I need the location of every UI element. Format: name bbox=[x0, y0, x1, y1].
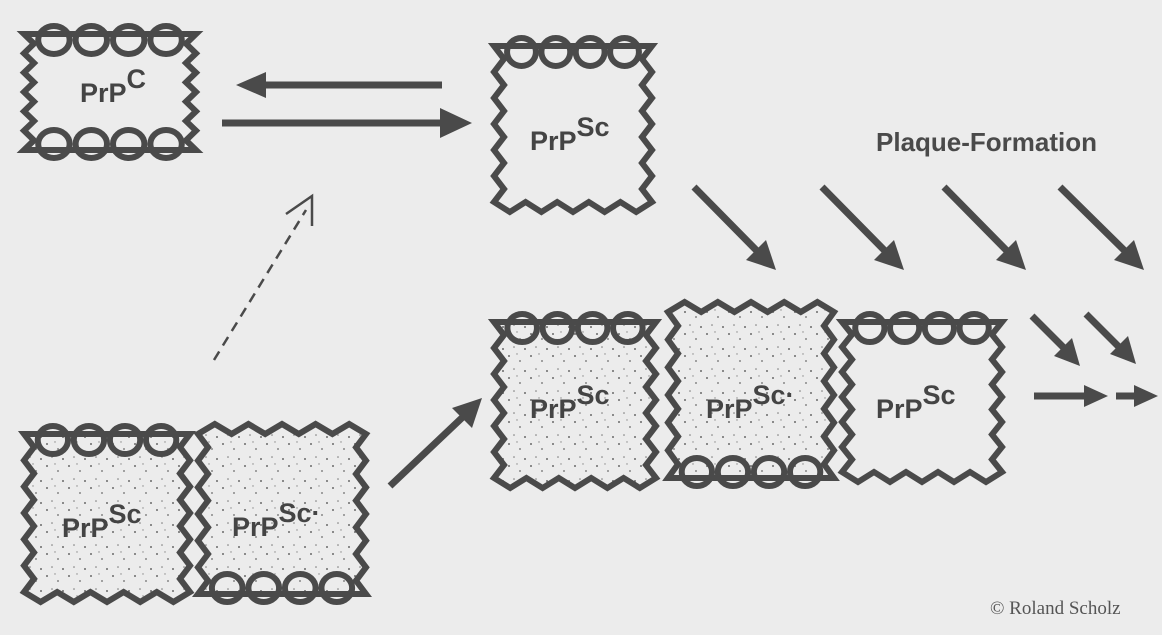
alpha-helix-coil bbox=[142, 423, 180, 457]
diagonal-arrow-3 bbox=[941, 184, 1026, 270]
prpsc-molecule: PrPSc· bbox=[662, 298, 840, 489]
molecule-outline bbox=[17, 431, 197, 606]
alpha-helix-coil bbox=[786, 455, 824, 489]
molecule-label-superscript: Sc bbox=[577, 380, 610, 410]
diagonal-arrow-4 bbox=[1057, 184, 1144, 270]
alpha-helix-coil bbox=[504, 35, 539, 69]
alpha-helix-coil bbox=[852, 311, 888, 345]
reverse-arrow bbox=[236, 72, 442, 98]
alpha-helix-coil bbox=[921, 311, 957, 345]
molecule-fill bbox=[24, 34, 196, 150]
molecule-fill bbox=[842, 322, 1002, 482]
alpha-helix-coil bbox=[72, 23, 111, 57]
molecule-outline bbox=[835, 319, 1009, 486]
alpha-helix-coil bbox=[245, 571, 283, 605]
molecule-label-superscript: Sc bbox=[923, 380, 956, 410]
molecule-outline bbox=[487, 43, 659, 216]
prpsc-molecule: PrPSc bbox=[487, 311, 663, 492]
alpha-helix-coil bbox=[318, 571, 356, 605]
aggregation-arrow bbox=[387, 398, 482, 489]
alpha-helix-coil bbox=[35, 127, 73, 161]
diagonal-arrow-1 bbox=[691, 184, 776, 270]
short-diagonal-arrow-1 bbox=[1029, 313, 1080, 366]
prpsc-molecule: PrPSc bbox=[487, 35, 659, 216]
molecule-label-superscript: C bbox=[127, 64, 147, 94]
prpc-molecule: PrPC bbox=[16, 23, 204, 161]
molecule-fill bbox=[494, 46, 652, 212]
molecule-fill bbox=[494, 322, 656, 488]
prpsc-molecule: PrPSc bbox=[17, 423, 197, 606]
copyright-notice: © Roland Scholz bbox=[990, 598, 1121, 619]
alpha-helix-coil bbox=[574, 311, 611, 345]
alpha-helix-coil bbox=[109, 127, 148, 161]
alpha-helix-coil bbox=[607, 35, 642, 69]
molecule-fill bbox=[668, 302, 834, 478]
alpha-helix-coil bbox=[106, 423, 144, 457]
molecule-outline bbox=[662, 298, 840, 481]
arrows-layer bbox=[212, 72, 1158, 489]
alpha-helix-coil bbox=[35, 23, 73, 57]
plaque-formation-title: Plaque-Formation bbox=[876, 127, 1097, 157]
alpha-helix-coil bbox=[538, 35, 574, 69]
alpha-helix-coil bbox=[72, 127, 111, 161]
dashed-induction-arrow bbox=[212, 193, 314, 361]
alpha-helix-coil bbox=[208, 571, 246, 605]
alpha-helix-coil bbox=[504, 311, 540, 345]
prpsc-molecule: PrPSc· bbox=[191, 420, 373, 605]
molecule-outline bbox=[191, 420, 373, 597]
short-horizontal-arrow-1 bbox=[1034, 385, 1108, 407]
short-diagonal-arrow-2 bbox=[1083, 311, 1136, 364]
alpha-helix-coil bbox=[678, 455, 716, 489]
forward-arrow bbox=[222, 108, 472, 138]
alpha-helix-coil bbox=[109, 23, 148, 57]
alpha-helix-coil bbox=[572, 35, 608, 69]
alpha-helix-coil bbox=[34, 423, 72, 457]
alpha-helix-coil bbox=[956, 311, 992, 345]
molecule-fill bbox=[198, 424, 366, 594]
alpha-helix-coil bbox=[714, 455, 752, 489]
alpha-helix-coil bbox=[539, 311, 576, 345]
prpsc-molecule: PrPSc bbox=[835, 311, 1009, 486]
alpha-helix-coil bbox=[147, 127, 185, 161]
alpha-helix-coil bbox=[750, 455, 788, 489]
alpha-helix-coil bbox=[281, 571, 319, 605]
molecule-label-superscript: Sc bbox=[109, 499, 142, 529]
labels-layer: Plaque-Formation © Roland Scholz bbox=[876, 127, 1121, 619]
alpha-helix-coil bbox=[610, 311, 646, 345]
molecule-label-superscript: Sc bbox=[577, 112, 610, 142]
short-horizontal-arrow-2 bbox=[1116, 385, 1158, 407]
diagonal-arrow-2 bbox=[819, 184, 904, 270]
molecule-outline bbox=[487, 319, 663, 492]
molecule-outline bbox=[16, 31, 204, 153]
molecule-label-superscript: Sc· bbox=[753, 380, 795, 410]
molecule-fill bbox=[24, 434, 190, 602]
alpha-helix-coil bbox=[70, 423, 108, 457]
alpha-helix-coil bbox=[147, 23, 185, 57]
molecule-label-superscript: Sc· bbox=[279, 498, 321, 528]
alpha-helix-coil bbox=[887, 311, 923, 345]
